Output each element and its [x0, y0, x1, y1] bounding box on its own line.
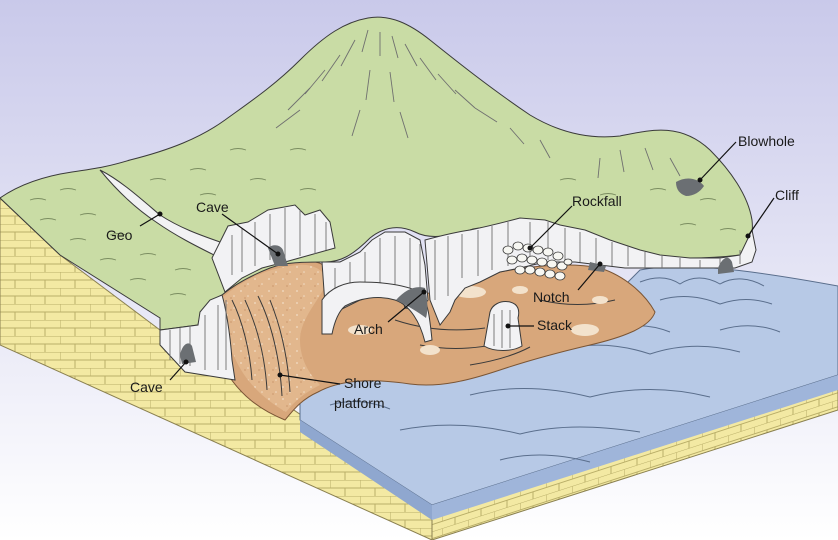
sea-cave-shape: [718, 257, 734, 274]
label-cliff: Cliff: [775, 187, 799, 203]
cave-shape-bottom: [180, 343, 196, 364]
platform-strata: [231, 295, 616, 397]
stack-hatching: [493, 310, 511, 348]
leader-lines: [139, 141, 775, 385]
label-rockfall: Rockfall: [572, 193, 622, 209]
sea-right-edge: [432, 375, 838, 520]
label-stack: Stack: [537, 317, 573, 333]
sea-front-edge: [300, 420, 432, 520]
platform-patches: [348, 286, 608, 355]
hill-texture: [275, 29, 681, 179]
land-texture: [29, 148, 737, 296]
label-cave-top: Cave: [196, 199, 229, 215]
label-notch: Notch: [533, 289, 570, 305]
label-arch: Arch: [354, 321, 383, 337]
label-cave-bottom: Cave: [130, 379, 163, 395]
platform-sand: [221, 264, 328, 412]
land-surface: [0, 16, 753, 331]
label-shore-platform-line2: platform: [334, 395, 385, 411]
label-shore-platform-line1: Shore: [344, 375, 382, 391]
stack-landform: [483, 301, 523, 351]
rockfall-boulders: [502, 241, 573, 281]
blowhole-shape: [676, 178, 704, 196]
label-blowhole: Blowhole: [738, 133, 795, 149]
label-geo: Geo: [106, 227, 133, 243]
